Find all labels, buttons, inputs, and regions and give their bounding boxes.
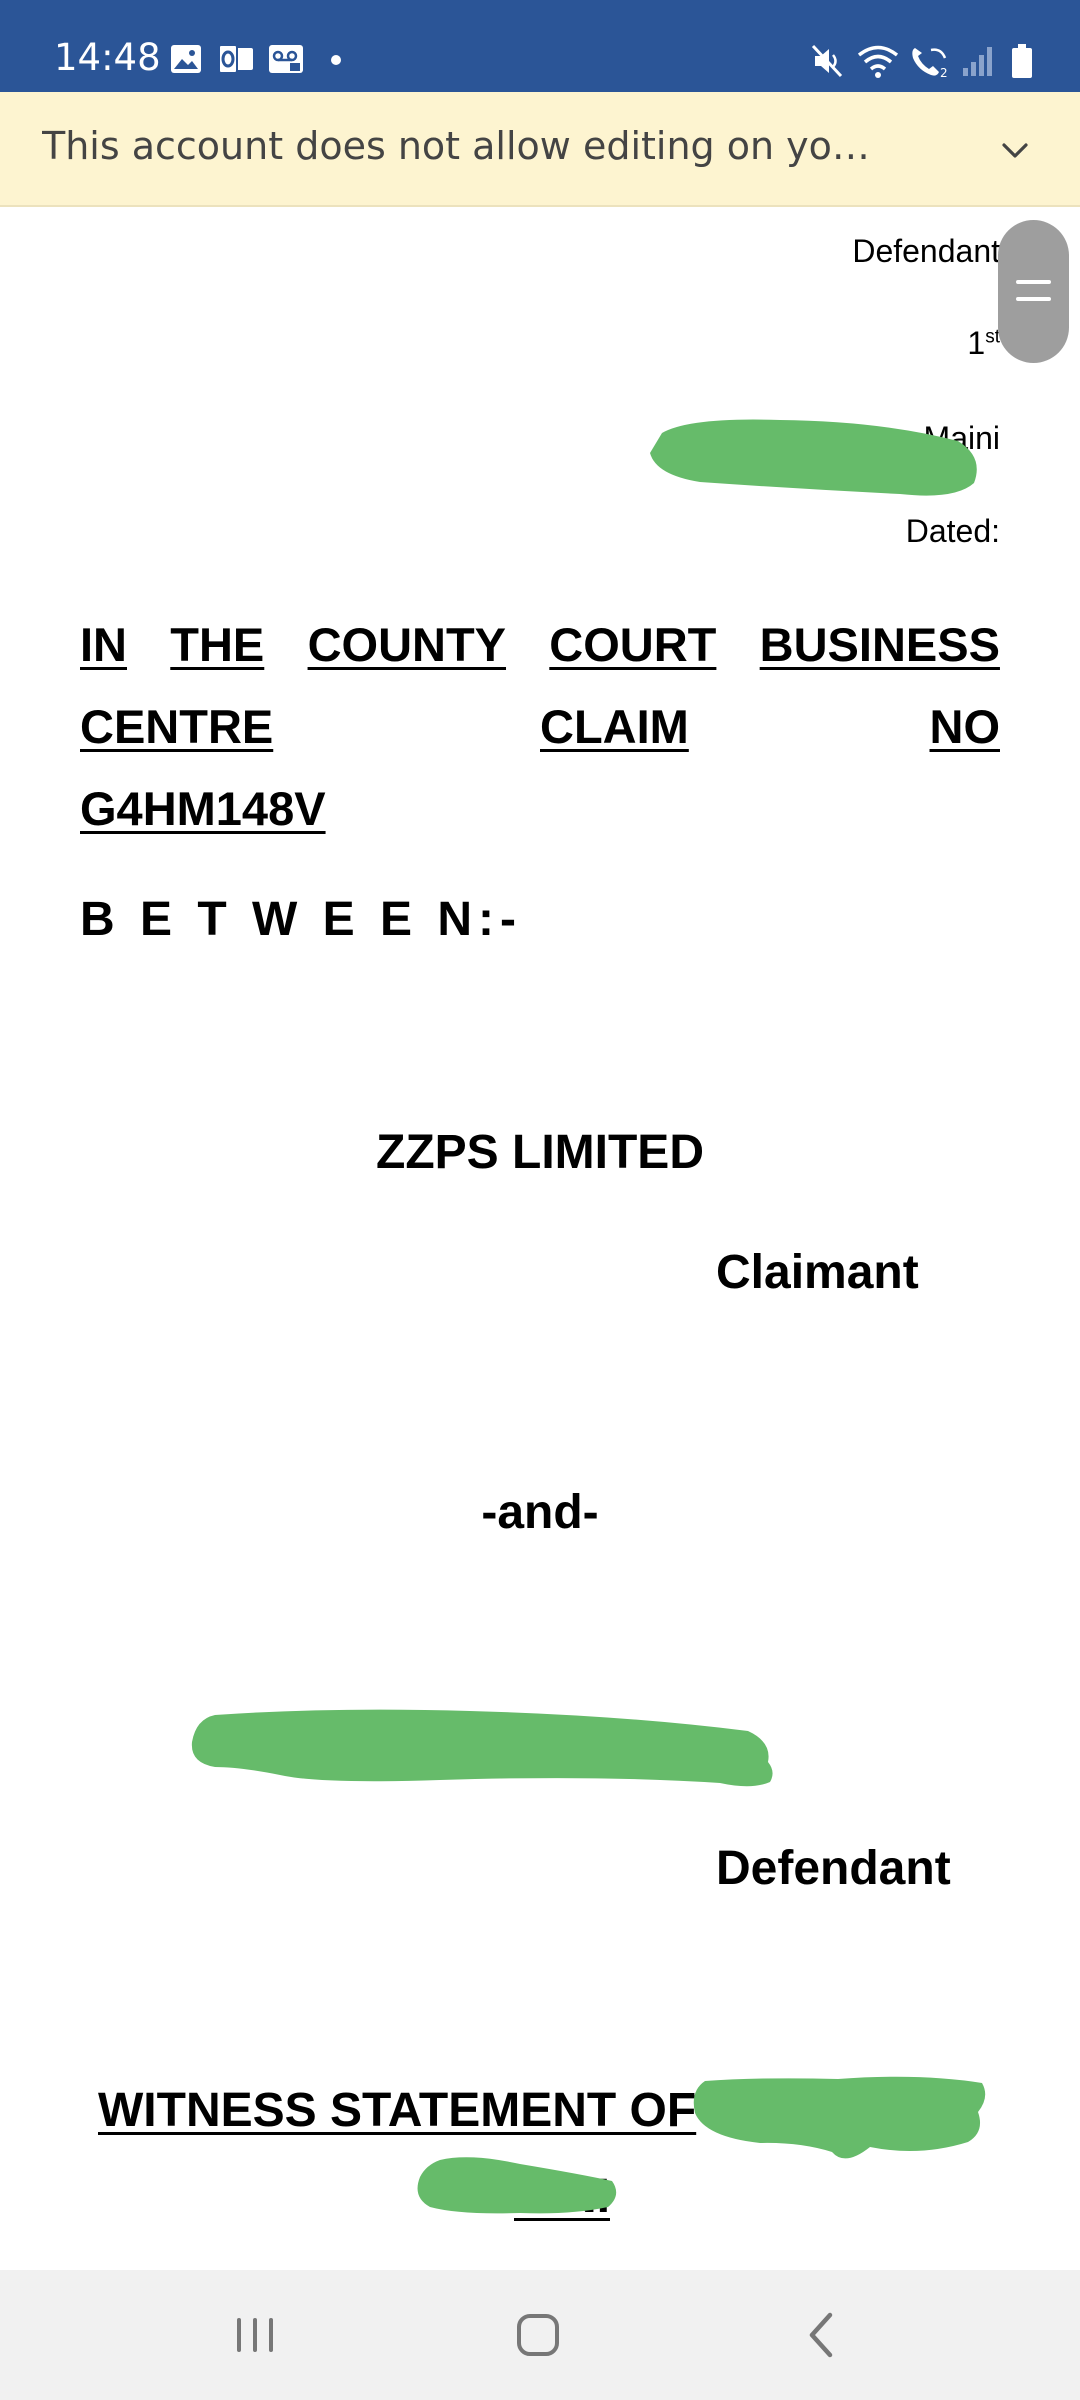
redaction-witness-name-1	[693, 2076, 986, 2159]
status-bar: 14:48	[0, 0, 1080, 92]
header-dated-label: Dated:	[905, 513, 1000, 549]
heading-word: IN	[80, 618, 127, 671]
claimant-party-name: ZZPS LIMITED	[376, 1126, 704, 1179]
ordinal-suffix: st	[985, 326, 1000, 348]
court-heading-line-3: G4HM148V	[80, 768, 1000, 850]
mute-icon	[811, 44, 843, 78]
redaction-marks	[191, 419, 986, 2214]
dot-icon	[331, 55, 341, 65]
status-time: 14:48	[54, 36, 161, 79]
chevron-down-icon[interactable]	[998, 134, 1032, 168]
court-heading: IN THE COUNTY COURT BUSINESS CENTRE CLAI…	[80, 604, 1000, 850]
document-page[interactable]: Defendant 1st Maini Dated: IN THE COUNTY…	[0, 207, 1080, 2270]
between-label: B E T W E E N:-	[80, 893, 522, 946]
heading-word: COUNTY	[307, 618, 507, 671]
defendant-role-label: Defendant	[716, 1842, 951, 1895]
heading-centre: CENTRE	[80, 700, 274, 753]
heading-word: BUSINESS	[759, 618, 1000, 671]
redaction-defendant-name	[191, 1709, 773, 1787]
heading-claim: CLAIM	[540, 700, 689, 753]
court-heading-line-2: CENTRE CLAIM NO	[80, 686, 1000, 768]
court-heading-line-1: IN THE COUNTY COURT BUSINESS	[80, 604, 1000, 686]
editing-restriction-banner[interactable]: This account does not allow editing on y…	[0, 92, 1080, 207]
grip-line-bottom	[1016, 297, 1051, 301]
heading-word: THE	[170, 618, 265, 671]
home-icon[interactable]	[498, 2300, 578, 2370]
heading-claim-no: CLAIM NO	[540, 686, 1000, 768]
scroll-handle[interactable]	[998, 220, 1069, 363]
voicemail-icon	[269, 45, 303, 73]
and-separator: -and-	[481, 1486, 599, 1539]
grip-line-top	[1016, 280, 1051, 284]
wifi-icon	[857, 45, 899, 78]
gallery-icon	[171, 45, 201, 73]
heading-no: NO	[929, 700, 1001, 753]
svg-text:2: 2	[940, 66, 948, 78]
back-icon[interactable]	[780, 2300, 860, 2370]
heading-word: COURT	[549, 618, 717, 671]
banner-message: This account does not allow editing on y…	[42, 124, 870, 168]
wifi-calling-icon: 2	[912, 48, 948, 78]
signal-icon	[963, 47, 992, 76]
outlook-icon	[218, 44, 253, 74]
battery-icon	[1012, 44, 1032, 78]
ordinal-number: 1	[967, 325, 986, 361]
claimant-role-label: Claimant	[716, 1246, 919, 1299]
claim-number: G4HM148V	[80, 782, 326, 835]
recent-apps-icon[interactable]	[217, 2300, 297, 2370]
redaction-header-name	[650, 419, 977, 496]
redaction-witness-name-2	[417, 2157, 617, 2214]
status-right-icons: 2	[811, 44, 1036, 78]
navigation-bar	[0, 2270, 1080, 2400]
witness-statement-title: WITNESS STATEMENT OF	[98, 2084, 697, 2137]
header-ordinal: 1st	[967, 325, 1000, 362]
header-defendant-label: Defendant	[852, 233, 1000, 269]
